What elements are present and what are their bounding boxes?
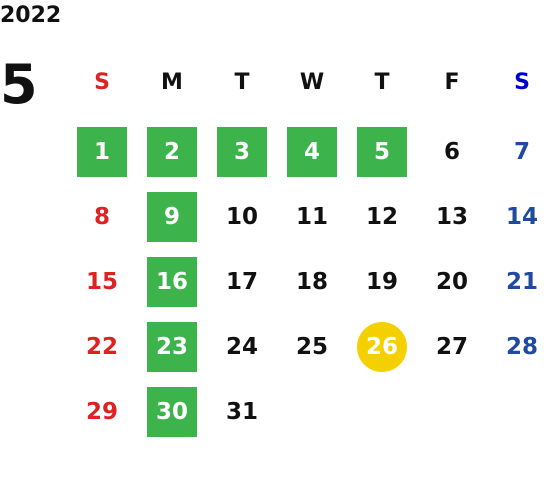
day-number: 11 bbox=[295, 204, 328, 230]
day-number: 29 bbox=[85, 399, 118, 425]
day-number: 13 bbox=[435, 204, 468, 230]
day-number: 25 bbox=[295, 334, 328, 360]
day-number: 14 bbox=[505, 204, 538, 230]
day-cell[interactable]: 3 bbox=[207, 120, 277, 184]
day-number: 19 bbox=[365, 269, 398, 295]
day-number: 7 bbox=[513, 139, 530, 165]
month-number: 5 bbox=[0, 53, 38, 116]
weekday-header: S M T W T F S bbox=[67, 60, 548, 104]
weekday-sat: S bbox=[514, 69, 530, 95]
day-cell[interactable]: 1 bbox=[67, 120, 137, 184]
day-cell[interactable]: 25 bbox=[277, 315, 347, 379]
day-number: 27 bbox=[435, 334, 468, 360]
day-cell[interactable]: 23 bbox=[137, 315, 207, 379]
day-cell[interactable]: 31 bbox=[207, 380, 277, 444]
day-number: 18 bbox=[295, 269, 328, 295]
day-cell[interactable]: 13 bbox=[417, 185, 487, 249]
day-cell[interactable]: 7 bbox=[487, 120, 548, 184]
day-number: 8 bbox=[93, 204, 110, 230]
day-cell[interactable]: 24 bbox=[207, 315, 277, 379]
day-cell[interactable]: 11 bbox=[277, 185, 347, 249]
holiday-date: 3 bbox=[217, 127, 267, 177]
day-cell[interactable]: 20 bbox=[417, 250, 487, 314]
day-cell[interactable]: 28 bbox=[487, 315, 548, 379]
day-number: 24 bbox=[225, 334, 258, 360]
weekday-sun: S bbox=[94, 69, 110, 95]
day-cell[interactable]: 14 bbox=[487, 185, 548, 249]
weekday-mon: M bbox=[161, 69, 183, 95]
weekday-fri: F bbox=[444, 69, 460, 95]
day-number: 28 bbox=[505, 334, 538, 360]
holiday-date: 16 bbox=[147, 257, 197, 307]
day-number: 20 bbox=[435, 269, 468, 295]
day-cell[interactable]: 8 bbox=[67, 185, 137, 249]
day-cell[interactable]: 27 bbox=[417, 315, 487, 379]
day-cell[interactable]: 12 bbox=[347, 185, 417, 249]
day-cell[interactable]: 22 bbox=[67, 315, 137, 379]
day-number: 21 bbox=[505, 269, 538, 295]
day-number: 17 bbox=[225, 269, 258, 295]
weekday-wed: W bbox=[299, 69, 325, 95]
day-cell[interactable]: 9 bbox=[137, 185, 207, 249]
day-cell[interactable]: 18 bbox=[277, 250, 347, 314]
holiday-date: 2 bbox=[147, 127, 197, 177]
holiday-date: 5 bbox=[357, 127, 407, 177]
day-number: 22 bbox=[85, 334, 118, 360]
day-cell[interactable]: 5 bbox=[347, 120, 417, 184]
day-cell[interactable]: 10 bbox=[207, 185, 277, 249]
day-cell[interactable]: 6 bbox=[417, 120, 487, 184]
day-cell[interactable]: 30 bbox=[137, 380, 207, 444]
day-number: 10 bbox=[225, 204, 258, 230]
today-date: 26 bbox=[357, 322, 407, 372]
day-number: 15 bbox=[85, 269, 118, 295]
weekday-thu: T bbox=[374, 69, 390, 95]
day-cell[interactable]: 29 bbox=[67, 380, 137, 444]
day-number: 12 bbox=[365, 204, 398, 230]
day-cell[interactable]: 21 bbox=[487, 250, 548, 314]
holiday-date: 1 bbox=[77, 127, 127, 177]
weekday-tue: T bbox=[234, 69, 250, 95]
holiday-date: 23 bbox=[147, 322, 197, 372]
day-cell[interactable]: 26 bbox=[347, 315, 417, 379]
day-cell[interactable]: 15 bbox=[67, 250, 137, 314]
day-cell[interactable]: 4 bbox=[277, 120, 347, 184]
day-cell[interactable]: 17 bbox=[207, 250, 277, 314]
holiday-date: 9 bbox=[147, 192, 197, 242]
day-cell[interactable]: 2 bbox=[137, 120, 207, 184]
holiday-date: 4 bbox=[287, 127, 337, 177]
day-number: 6 bbox=[443, 139, 460, 165]
day-cell[interactable]: 16 bbox=[137, 250, 207, 314]
holiday-date: 30 bbox=[147, 387, 197, 437]
day-number: 31 bbox=[225, 399, 258, 425]
day-cell[interactable]: 19 bbox=[347, 250, 417, 314]
year-label: 2022 bbox=[0, 3, 62, 28]
